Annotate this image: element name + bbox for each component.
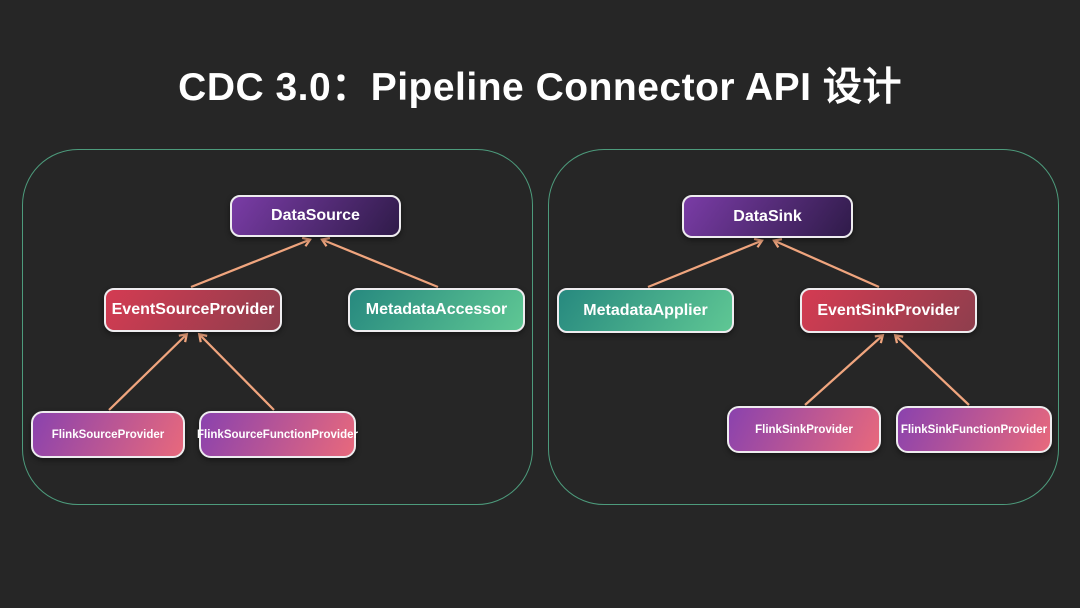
edge-eventsinkprovider-datasink [772, 238, 880, 289]
node-eventsinkprovider-label: EventSinkProvider [817, 301, 960, 319]
node-metadataaccessor-label: MetadataAccessor [365, 301, 508, 318]
node-flinksinkfunctionprovider: FlinkSinkFunctionProvider [896, 406, 1052, 453]
edge-flinksinkfunctionprovider-eventsinkprovider [893, 333, 970, 406]
edge-metadataaccessor-datasource [320, 236, 439, 289]
node-datasink-label: DataSink [733, 207, 802, 225]
node-flinksourcefunctionprovider-label: FlinkSourceFunctionProvider [196, 428, 359, 441]
node-flinksourcefunctionprovider: FlinkSourceFunctionProvider [196, 411, 359, 458]
edge-eventsourceprovider-datasource [190, 236, 312, 289]
node-flinksinkprovider-label: FlinkSinkProvider [755, 423, 853, 436]
edge-flinksourceprovider-eventsourceprovider [108, 332, 189, 411]
node-flinksinkprovider: FlinkSinkProvider [727, 406, 881, 453]
panel-sink: DataSink MetadataApplier EventSinkProvid… [548, 149, 1059, 505]
node-datasource-label: DataSource [271, 207, 360, 224]
node-datasource: DataSource [230, 195, 401, 237]
edge-flinksinkprovider-eventsinkprovider [804, 333, 885, 406]
node-eventsourceprovider: EventSourceProvider [104, 288, 282, 332]
node-flinksourceprovider-label: FlinkSourceProvider [51, 428, 165, 441]
node-metadataaccessor: MetadataAccessor [348, 288, 525, 332]
edge-flinksourcefunctionprovider-eventsourceprovider [197, 332, 275, 411]
node-flinksourceprovider: FlinkSourceProvider [31, 411, 185, 458]
node-metadataapplier: MetadataApplier [557, 288, 734, 333]
page-title: CDC 3.0：Pipeline Connector API 设计 [178, 66, 902, 109]
node-eventsinkprovider: EventSinkProvider [800, 288, 977, 333]
node-metadataapplier-label: MetadataApplier [583, 301, 708, 319]
panel-source: DataSource EventSourceProvider MetadataA… [22, 149, 533, 505]
node-datasink: DataSink [682, 195, 853, 238]
edge-metadataapplier-datasink [647, 237, 764, 289]
node-flinksinkfunctionprovider-label: FlinkSinkFunctionProvider [900, 423, 1048, 436]
node-eventsourceprovider-label: EventSourceProvider [111, 301, 275, 318]
